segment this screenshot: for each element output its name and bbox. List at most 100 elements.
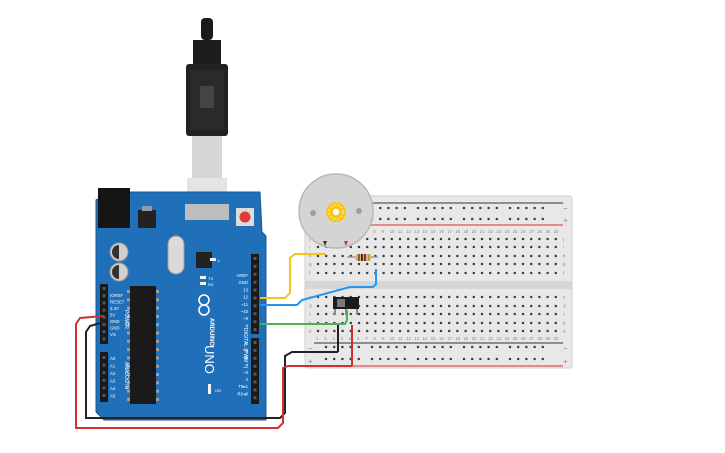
breadboard-hole[interactable] xyxy=(407,245,410,249)
breadboard-hole[interactable] xyxy=(530,295,533,299)
breadboard-hole[interactable] xyxy=(513,237,516,241)
rail-hole[interactable] xyxy=(449,206,452,210)
dc-motor[interactable] xyxy=(298,173,374,249)
rail-hole[interactable] xyxy=(425,206,428,210)
breadboard-hole[interactable] xyxy=(521,245,525,249)
rail-hole[interactable] xyxy=(387,217,390,221)
breadboard-hole[interactable] xyxy=(546,245,549,249)
wire-green[interactable] xyxy=(260,310,348,325)
breadboard-hole[interactable] xyxy=(554,321,557,325)
breadboard-hole[interactable] xyxy=(464,304,467,308)
breadboard-hole[interactable] xyxy=(456,254,459,258)
rail-hole[interactable] xyxy=(341,357,344,361)
breadboard-hole[interactable] xyxy=(538,254,541,258)
breadboard-hole[interactable] xyxy=(530,329,533,333)
wire-yellow[interactable] xyxy=(260,253,326,299)
breadboard-hole[interactable] xyxy=(382,254,385,258)
header-pin-hole[interactable] xyxy=(102,323,106,326)
breadboard-hole[interactable] xyxy=(497,262,500,266)
breadboard-hole[interactable] xyxy=(448,262,451,266)
breadboard-hole[interactable] xyxy=(439,329,443,333)
breadboard-hole[interactable] xyxy=(497,329,500,333)
breadboard-hole[interactable] xyxy=(431,237,434,241)
breadboard-hole[interactable] xyxy=(480,321,484,325)
breadboard-hole[interactable] xyxy=(530,245,533,249)
breadboard-hole[interactable] xyxy=(497,304,500,308)
breadboard-hole[interactable] xyxy=(382,295,385,299)
breadboard-hole[interactable] xyxy=(497,237,500,241)
header-pin-hole[interactable] xyxy=(253,341,257,344)
breadboard-hole[interactable] xyxy=(546,321,549,325)
breadboard-hole[interactable] xyxy=(546,329,549,333)
breadboard-hole[interactable] xyxy=(398,295,402,299)
breadboard-hole[interactable] xyxy=(382,321,385,325)
header-pin-hole[interactable] xyxy=(253,280,257,284)
breadboard-hole[interactable] xyxy=(374,262,377,266)
breadboard-hole[interactable] xyxy=(357,329,361,333)
breadboard-hole[interactable] xyxy=(505,304,508,308)
breadboard-hole[interactable] xyxy=(448,237,451,241)
breadboard-hole[interactable] xyxy=(316,254,320,258)
rail-hole[interactable] xyxy=(403,357,406,361)
rail-hole[interactable] xyxy=(449,357,452,361)
breadboard-hole[interactable] xyxy=(325,271,328,275)
header-pin-hole[interactable] xyxy=(102,287,106,290)
breadboard-hole[interactable] xyxy=(530,312,533,316)
breadboard-hole[interactable] xyxy=(366,271,369,275)
header-pin-hole[interactable] xyxy=(102,378,106,382)
breadboard-hole[interactable] xyxy=(423,312,426,316)
breadboard-hole[interactable] xyxy=(341,271,344,275)
breadboard-hole[interactable] xyxy=(374,237,377,241)
breadboard-hole[interactable] xyxy=(456,304,459,308)
rail-hole[interactable] xyxy=(324,357,328,361)
breadboard-hole[interactable] xyxy=(472,245,475,249)
breadboard-hole[interactable] xyxy=(448,245,451,249)
rail-hole[interactable] xyxy=(525,345,528,349)
breadboard-hole[interactable] xyxy=(554,312,557,316)
header-pin-hole[interactable] xyxy=(253,296,257,300)
breadboard-hole[interactable] xyxy=(390,254,393,258)
breadboard-hole[interactable] xyxy=(546,237,549,241)
breadboard-hole[interactable] xyxy=(480,245,484,249)
breadboard-hole[interactable] xyxy=(431,329,434,333)
breadboard-hole[interactable] xyxy=(415,321,418,325)
breadboard-hole[interactable] xyxy=(398,304,402,308)
breadboard-hole[interactable] xyxy=(382,245,385,249)
breadboard-hole[interactable] xyxy=(439,304,443,308)
breadboard-hole[interactable] xyxy=(489,304,492,308)
breadboard-hole[interactable] xyxy=(325,262,328,266)
breadboard-hole[interactable] xyxy=(374,321,377,325)
breadboard-hole[interactable] xyxy=(464,329,467,333)
header-pin-hole[interactable] xyxy=(102,337,106,341)
breadboard-hole[interactable] xyxy=(390,329,393,333)
breadboard-hole[interactable] xyxy=(349,329,352,333)
breadboard-hole[interactable] xyxy=(521,295,525,299)
rail-hole[interactable] xyxy=(341,345,344,349)
rail-hole[interactable] xyxy=(379,345,382,349)
rail-hole[interactable] xyxy=(533,206,536,210)
breadboard-hole[interactable] xyxy=(357,321,361,325)
breadboard-hole[interactable] xyxy=(398,262,402,266)
rail-hole[interactable] xyxy=(541,206,544,210)
rail-hole[interactable] xyxy=(357,345,360,349)
breadboard-hole[interactable] xyxy=(497,321,500,325)
breadboard-hole[interactable] xyxy=(415,271,418,275)
breadboard-hole[interactable] xyxy=(366,262,369,266)
rail-hole[interactable] xyxy=(533,217,536,221)
rail-hole[interactable] xyxy=(525,206,528,210)
breadboard-hole[interactable] xyxy=(431,254,434,258)
rail-hole[interactable] xyxy=(433,217,436,221)
rail-hole[interactable] xyxy=(471,206,474,210)
rail-hole[interactable] xyxy=(387,345,390,349)
breadboard-hole[interactable] xyxy=(521,254,525,258)
breadboard-hole[interactable] xyxy=(480,329,484,333)
breadboard-hole[interactable] xyxy=(456,312,459,316)
breadboard-hole[interactable] xyxy=(480,304,484,308)
breadboard-hole[interactable] xyxy=(505,254,508,258)
rail-hole[interactable] xyxy=(379,206,382,210)
rail-hole[interactable] xyxy=(495,357,498,361)
breadboard-hole[interactable] xyxy=(382,312,385,316)
rail-hole[interactable] xyxy=(425,345,428,349)
rail-hole[interactable] xyxy=(533,357,536,361)
breadboard-hole[interactable] xyxy=(538,237,541,241)
